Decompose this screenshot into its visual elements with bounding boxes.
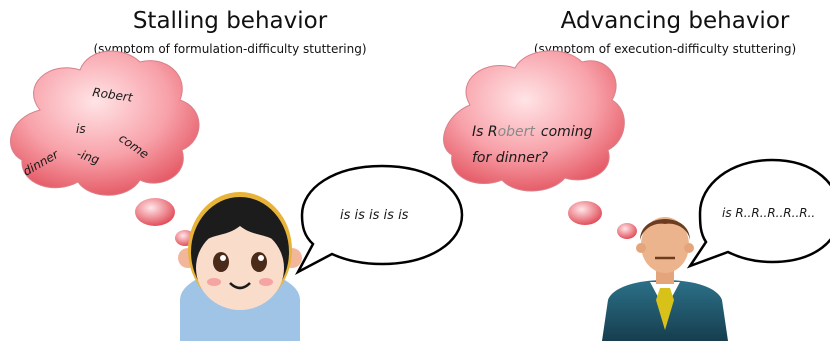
right-title: Advancing behavior bbox=[560, 8, 790, 34]
right-subtitle: (symptom of execution-difficulty stutter… bbox=[533, 42, 797, 56]
left-subtitle: (symptom of formulation-difficulty stutt… bbox=[93, 42, 367, 56]
man-head bbox=[641, 217, 689, 273]
child-figure bbox=[178, 192, 302, 341]
child-eye-right bbox=[251, 252, 267, 272]
child-bangs bbox=[196, 215, 284, 248]
man-tie bbox=[656, 288, 674, 330]
left-speech-text: is is is is is bbox=[340, 208, 409, 223]
child-eye-left bbox=[213, 252, 229, 272]
man-hair bbox=[640, 219, 690, 240]
thought-word-is: is bbox=[76, 122, 86, 136]
left-thought-puff-large bbox=[135, 198, 175, 226]
right-speech-bubble: is R..R..R..R..R.. bbox=[686, 158, 830, 269]
child-face bbox=[196, 226, 284, 310]
right-speech-text: is R..R..R..R..R.. bbox=[722, 206, 815, 220]
thought-word-ing: -ing bbox=[75, 147, 101, 168]
child-smile bbox=[229, 282, 251, 290]
thought-word-robert: Robert bbox=[92, 85, 135, 105]
right-thought-line-2: for dinner? bbox=[472, 150, 549, 166]
left-speech-bubble: is is is is is bbox=[294, 164, 464, 276]
right-thought-puff-small bbox=[617, 223, 637, 239]
man-figure bbox=[602, 217, 728, 341]
left-title: Stalling behavior bbox=[132, 8, 328, 34]
left-thought-cloud: Robert is come dinner -ing bbox=[9, 50, 200, 246]
right-thought-puff-large bbox=[568, 201, 602, 225]
